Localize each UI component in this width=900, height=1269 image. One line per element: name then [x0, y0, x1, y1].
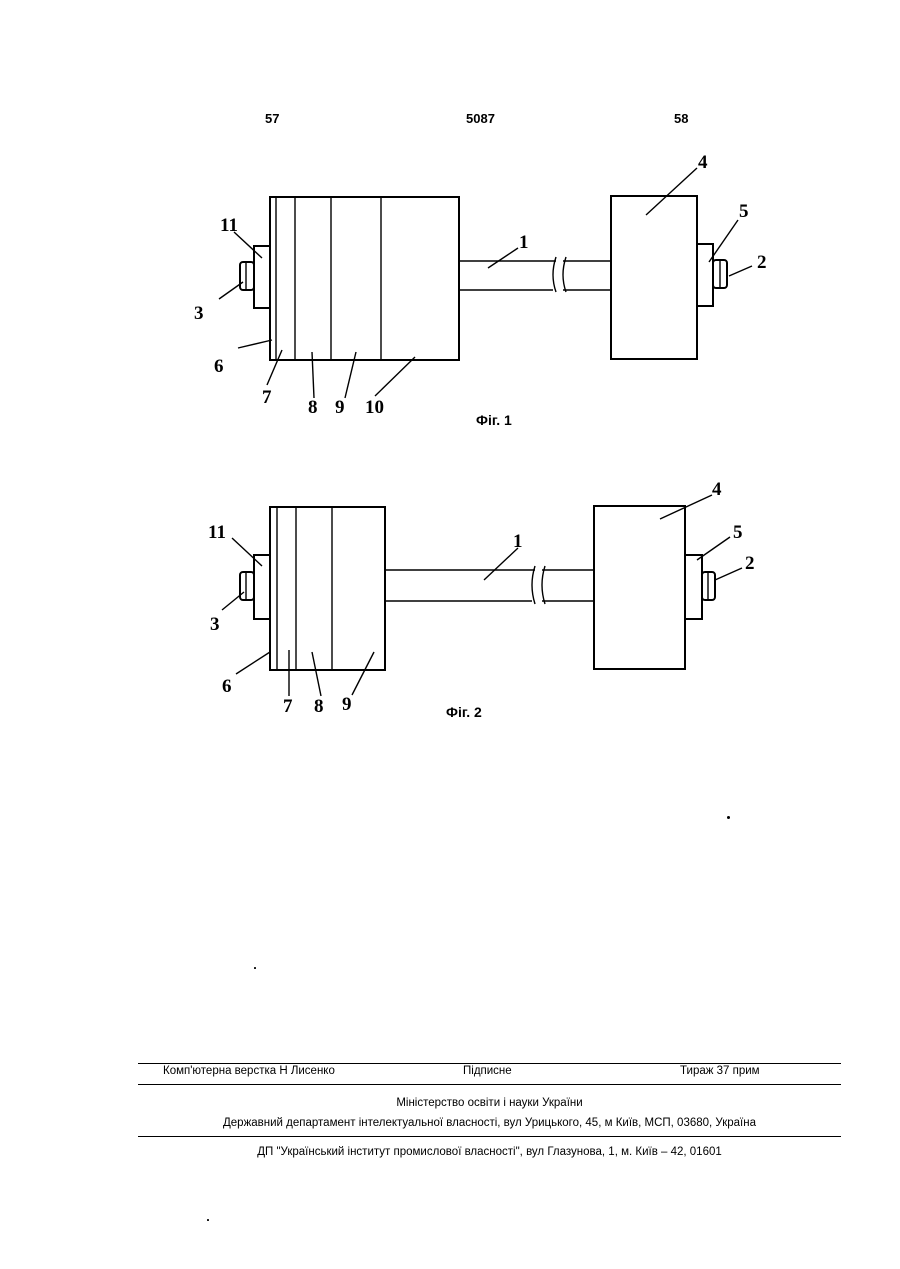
fig1-label: 7: [262, 387, 272, 408]
footer-rule-bottom: [138, 1136, 841, 1137]
scan-speck: [207, 1219, 209, 1221]
fig1-label: 5: [739, 201, 749, 222]
fig2-label: 1: [513, 531, 523, 552]
fig1-caption: Фіг. 1: [476, 412, 512, 428]
fig2-label: 11: [208, 522, 226, 543]
fig1-label: 8: [308, 397, 318, 418]
fig2-label: 2: [745, 553, 755, 574]
scan-speck: [727, 816, 730, 819]
fig2-cap-11: [254, 555, 270, 619]
fig1-label: 9: [335, 397, 345, 418]
fig1-label: 3: [194, 303, 204, 324]
footer-print-run: Тираж 37 прим: [680, 1065, 760, 1077]
fig2-cap-5: [685, 555, 702, 619]
fig2-label: 3: [210, 614, 220, 635]
fig1-bolt-3: [240, 262, 254, 290]
fig2-body-4: [594, 506, 685, 669]
figure-2: 4 5 2 1 11 3 6 7 8 9 Фіг. 2: [208, 479, 755, 720]
fig1-label: 11: [220, 215, 238, 236]
fig2-label: 4: [712, 479, 722, 500]
footer-rule-top: [138, 1063, 841, 1064]
fig1-label: 6: [214, 356, 224, 377]
footer-rule-middle: [138, 1084, 841, 1085]
fig2-label: 5: [733, 522, 743, 543]
footer-layout-by: Комп'ютерна верстка Н Лисенко: [163, 1065, 335, 1077]
fig1-cap-5: [697, 244, 713, 306]
fig2-caption: Фіг. 2: [446, 704, 482, 720]
patent-drawings: 4 5 2 1 11 3 6 7 8 9 10 Фіг. 1: [0, 0, 900, 760]
footer-signed: Підписне: [463, 1065, 512, 1077]
fig1-label: 10: [365, 397, 384, 418]
fig1-label: 1: [519, 232, 529, 253]
fig2-bolt-3: [240, 572, 254, 600]
fig2-label: 8: [314, 696, 324, 717]
fig1-label: 2: [757, 252, 767, 273]
fig2-label: 7: [283, 696, 293, 717]
fig2-label: 9: [342, 694, 352, 715]
scan-speck: [254, 967, 256, 969]
figure-1: 4 5 2 1 11 3 6 7 8 9 10 Фіг. 1: [194, 152, 767, 428]
footer-department: Державний департамент інтелектуальної вл…: [138, 1117, 841, 1129]
fig1-body-left: [270, 197, 459, 360]
fig1-cap-11: [254, 246, 270, 308]
fig1-body-4: [611, 196, 697, 359]
footer-ministry: Міністерство освіти і науки України: [138, 1097, 841, 1109]
fig1-label: 4: [698, 152, 708, 173]
fig2-break-mark: [532, 566, 535, 604]
footer-institute: ДП "Український інститут промислової вла…: [138, 1146, 841, 1158]
fig1-break-mark: [553, 257, 556, 292]
fig2-label: 6: [222, 676, 232, 697]
fig2-body-left: [270, 507, 385, 670]
